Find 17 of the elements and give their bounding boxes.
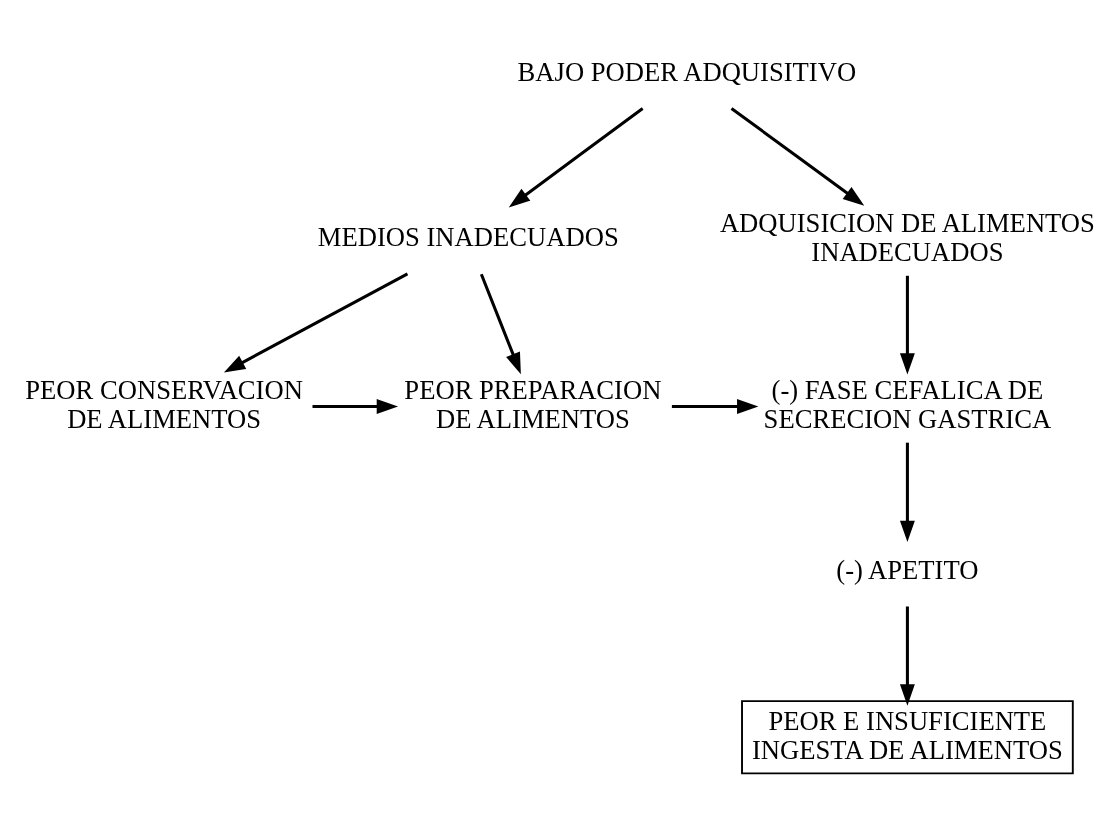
arrow — [223, 272, 409, 373]
node-text: PEOR CONSERVACION DE ALIMENTOS — [25, 375, 303, 434]
node-text: (-) FASE CEFALICA DE SECRECION GASTRICA — [763, 375, 1052, 434]
node-text: MEDIOS INADECUADOS — [317, 222, 619, 253]
arrow — [508, 107, 644, 208]
node-text: (-) APETITO — [836, 554, 979, 585]
arrow — [479, 273, 521, 375]
arrow — [899, 275, 915, 375]
arrow — [899, 606, 915, 706]
node-box: PEOR E INSUFICIENTE INGESTA DE ALIMENTOS — [741, 700, 1074, 775]
node-text: ADQUISICION DE ALIMENTOS INADECUADOS — [719, 207, 1095, 267]
arrow — [312, 399, 399, 414]
node-text: PEOR PREPARACION DE ALIMENTOS — [404, 375, 662, 434]
arrow — [899, 442, 915, 543]
arrow — [671, 399, 759, 414]
node-text: BAJO PODER ADQUISITIVO — [517, 56, 857, 87]
arrow — [730, 107, 865, 206]
